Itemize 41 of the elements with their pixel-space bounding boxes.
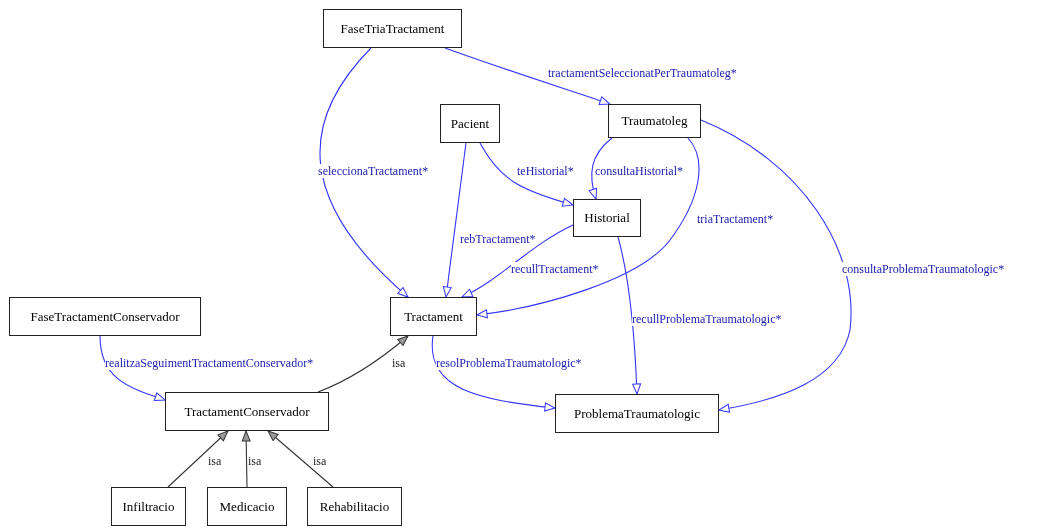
class-box: FaseTractamentConservador [9, 297, 201, 336]
edge-label: realitzaSeguimentTractamentConservador* [105, 356, 314, 370]
arrow [317, 335, 409, 393]
class-box: TractamentConservador [165, 392, 329, 431]
arrow [241, 430, 251, 488]
edge-label: rebTractament* [460, 232, 536, 246]
edge-label: triaTractament* [697, 212, 774, 226]
arrow [99, 335, 166, 402]
arrow [431, 335, 556, 412]
arrow [476, 137, 700, 319]
edge-label: consultaHistorial* [595, 164, 683, 178]
edge-label: isa [392, 356, 406, 370]
class-box: Historial [573, 199, 641, 237]
edge-label: seleccionaTractament* [318, 164, 429, 178]
class-box: Medicacio [207, 487, 287, 526]
arrow [444, 47, 611, 105]
arrow [588, 137, 613, 200]
edge-label: isa [248, 454, 262, 468]
edge-label: isa [208, 454, 222, 468]
arrow [479, 142, 574, 207]
arrow [319, 47, 409, 298]
edge-label: consultaProblemaTraumatologic* [842, 262, 1005, 276]
edge-label: teHistorial* [517, 164, 574, 178]
class-box: Rehabilitacio [307, 487, 402, 526]
class-box: Pacient [440, 104, 500, 143]
arrow [267, 430, 334, 488]
arrow [461, 224, 574, 298]
class-box: FaseTriaTractament [323, 9, 462, 48]
edge-label: isa [313, 454, 327, 468]
class-box: Traumatoleg [608, 104, 701, 138]
arrow [700, 119, 852, 413]
edge-label: recullTractament* [511, 262, 599, 276]
arrow [442, 142, 467, 298]
arrow [167, 430, 229, 488]
edge-label: recullProblemaTraumatologic* [632, 312, 782, 326]
class-box: Tractament [390, 297, 477, 336]
class-box: Infiltracio [111, 487, 186, 526]
class-box: ProblemaTraumatologic [555, 394, 719, 433]
arrow [617, 236, 642, 395]
edge-label: tractamentSeleccionatPerTraumatoleg* [548, 66, 737, 80]
edge-label: resolProblemaTraumatologic* [436, 356, 582, 370]
